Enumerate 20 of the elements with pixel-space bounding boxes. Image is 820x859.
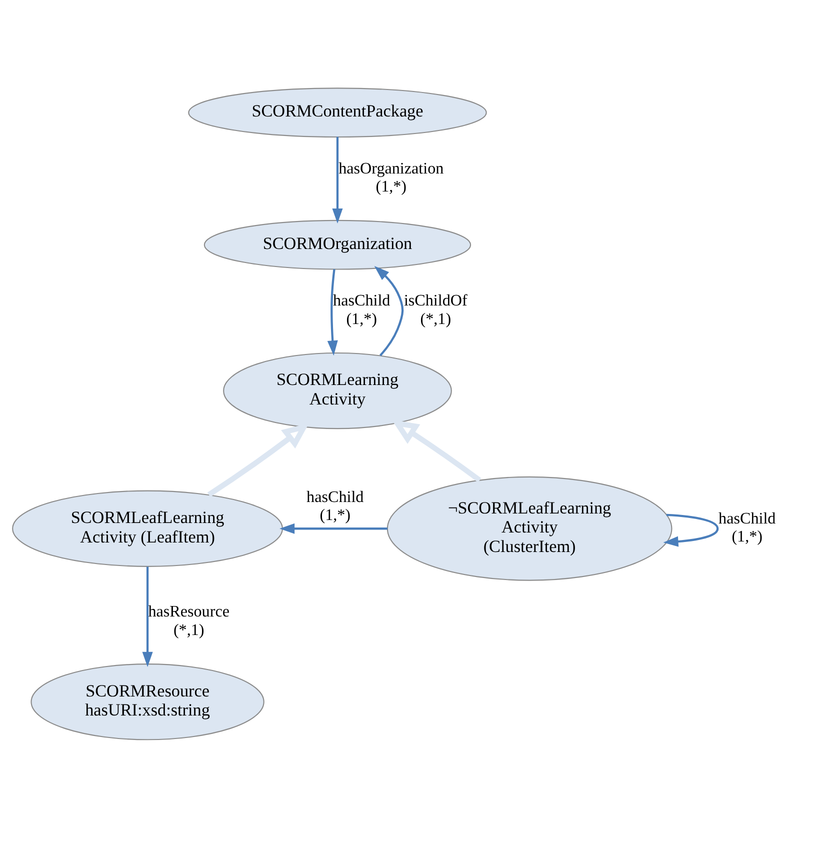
edge-label: hasChild (1,*) <box>333 292 390 328</box>
edge-label: isChildOf (*,1) <box>404 292 468 328</box>
node-ellipse: SCORMLeafLearning Activity (LeafItem) <box>12 490 283 567</box>
arrow <box>280 523 388 534</box>
arrow <box>663 514 719 547</box>
edge-label: hasChild (1,*) <box>718 510 776 546</box>
arrow <box>374 266 404 356</box>
arrow <box>392 420 482 482</box>
node-ellipse: SCORMContentPackage <box>188 88 487 138</box>
edge-label: hasResource (*,1) <box>148 604 230 639</box>
arrow <box>142 566 153 667</box>
node-ellipse: SCORMLearning Activity <box>223 352 452 430</box>
node-ellipse: ¬SCORMLeafLearning Activity (ClusterItem) <box>386 476 672 581</box>
node-ellipse: SCORMOrganization <box>204 220 472 270</box>
arrow <box>327 269 338 356</box>
node-ellipse: SCORMResource hasURI:xsd:string <box>30 664 264 740</box>
arrow <box>332 136 343 224</box>
edge-label: hasChild (1,*) <box>306 488 364 524</box>
arrow <box>207 423 310 497</box>
edge-label: hasOrganization (1,*) <box>338 160 444 196</box>
